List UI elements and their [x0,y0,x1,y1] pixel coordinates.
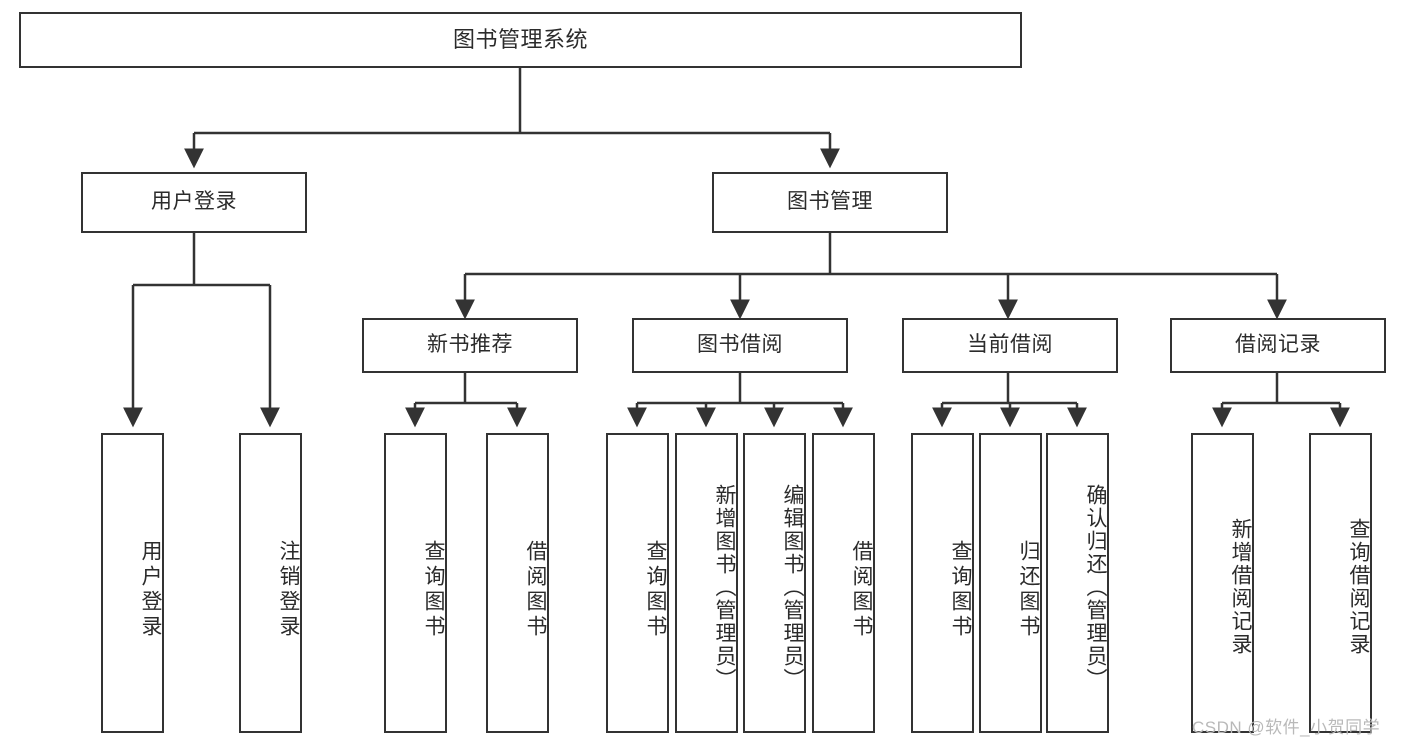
node-root[interactable]: 图书管理系统 [19,12,1022,68]
node-leaf-return-book[interactable]: 归还图书 [979,433,1042,733]
node-root-label: 图书管理系统 [452,27,588,53]
node-leaf-query-book-2[interactable]: 查询图书 [606,433,669,733]
node-leaf-confirm-return-label: 确认归还（管理员） [1084,483,1107,691]
node-leaf-user-logout-label: 注销登录 [277,540,300,640]
node-leaf-edit-book-label: 编辑图书（管理员） [781,483,804,691]
node-leaf-query-book-1[interactable]: 查询图书 [384,433,447,733]
node-leaf-borrow-book-2-label: 借阅图书 [850,540,873,640]
node-new-book-recommend[interactable]: 新书推荐 [362,318,578,373]
node-current-borrow-label: 当前借阅 [967,333,1053,357]
node-leaf-query-book-1-label: 查询图书 [422,540,445,640]
node-leaf-borrow-book-1[interactable]: 借阅图书 [486,433,549,733]
node-leaf-return-book-label: 归还图书 [1017,540,1040,640]
node-book-borrow[interactable]: 图书借阅 [632,318,848,373]
node-book-borrow-label: 图书借阅 [697,333,783,357]
node-book-manage[interactable]: 图书管理 [712,172,948,233]
node-leaf-edit-book[interactable]: 编辑图书（管理员） [743,433,806,733]
node-leaf-user-login-label: 用户登录 [139,540,162,640]
csdn-watermark: CSDN @软件_小贺同学 [1192,718,1381,737]
node-leaf-query-book-3-label: 查询图书 [949,540,972,640]
node-borrow-record[interactable]: 借阅记录 [1170,318,1386,373]
node-leaf-borrow-book-1-label: 借阅图书 [524,540,547,640]
node-leaf-query-book-3[interactable]: 查询图书 [911,433,974,733]
node-leaf-add-record-label: 新增借阅记录 [1229,518,1252,656]
node-leaf-add-book[interactable]: 新增图书（管理员） [675,433,738,733]
node-leaf-add-book-label: 新增图书（管理员） [713,483,736,691]
node-leaf-user-logout[interactable]: 注销登录 [239,433,302,733]
node-leaf-query-book-2-label: 查询图书 [644,540,667,640]
node-leaf-user-login[interactable]: 用户登录 [101,433,164,733]
node-book-manage-label: 图书管理 [787,190,873,214]
node-leaf-query-record-label: 查询借阅记录 [1347,518,1370,656]
node-leaf-query-record[interactable]: 查询借阅记录 [1309,433,1372,733]
node-leaf-confirm-return[interactable]: 确认归还（管理员） [1046,433,1109,733]
node-current-borrow[interactable]: 当前借阅 [902,318,1118,373]
node-user-login[interactable]: 用户登录 [81,172,307,233]
node-leaf-borrow-book-2[interactable]: 借阅图书 [812,433,875,733]
node-user-login-label: 用户登录 [151,190,237,214]
node-leaf-add-record[interactable]: 新增借阅记录 [1191,433,1254,733]
node-new-book-recommend-label: 新书推荐 [427,333,513,357]
node-borrow-record-label: 借阅记录 [1235,333,1321,357]
